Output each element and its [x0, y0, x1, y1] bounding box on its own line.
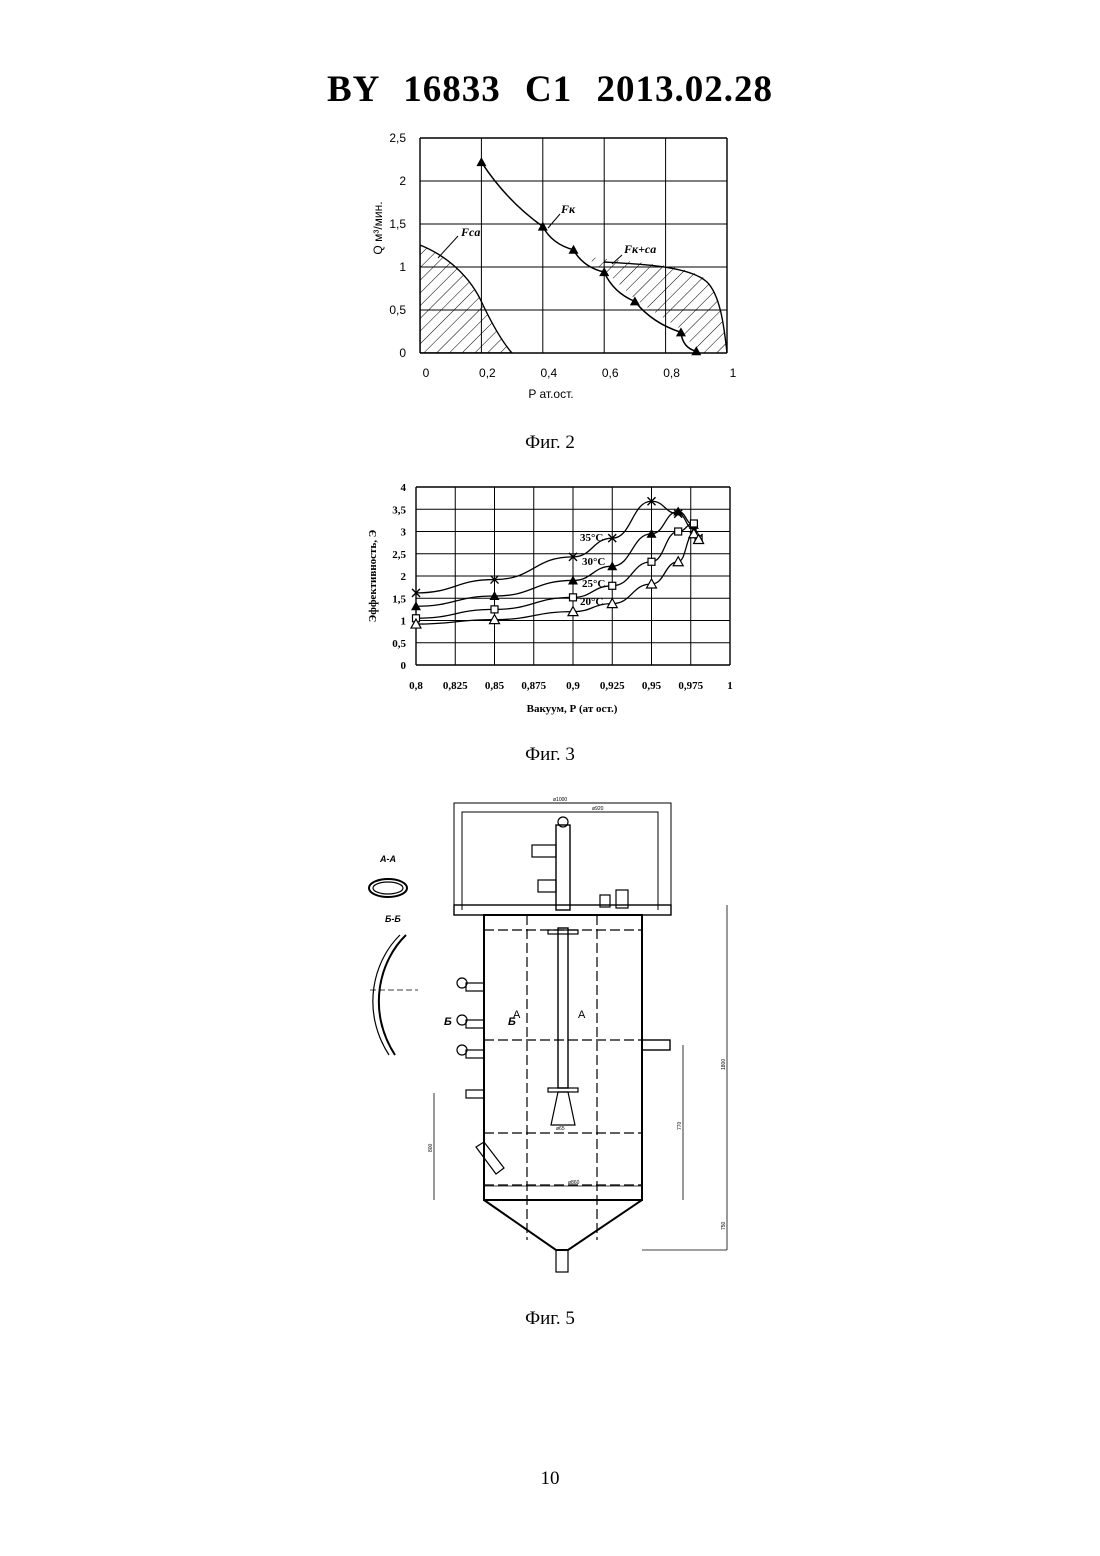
dim-nozzle: ø65 — [556, 1126, 565, 1132]
dim-top-outer: ø1000 — [553, 797, 567, 803]
top-column — [556, 825, 570, 910]
dim-mid: 770 — [677, 1121, 683, 1130]
left-nozzle-4 — [466, 1090, 484, 1098]
dim-left: 800 — [428, 1143, 434, 1152]
central-shaft — [558, 928, 568, 1088]
outer-dim-frame — [454, 803, 671, 910]
page-number: 10 — [0, 1468, 1100, 1490]
right-nozzle — [642, 1040, 670, 1050]
dim-height: 1800 — [721, 1059, 727, 1070]
top-pipe — [532, 845, 556, 857]
left-nozzle-3 — [466, 1050, 484, 1058]
inclined-nozzle — [476, 1142, 504, 1174]
section-bb-label: Б-Б — [385, 914, 401, 924]
marker-b-left: Б — [444, 1016, 452, 1028]
figure-5-caption: Фиг. 5 — [0, 1308, 1100, 1330]
dim-cone: 750 — [721, 1221, 727, 1230]
left-nozzle-2 — [466, 1020, 484, 1028]
section-bb-curve — [379, 935, 406, 1055]
left-nozzle-1 — [466, 983, 484, 991]
marker-a-right: А — [578, 1009, 586, 1021]
figure-5-drawing: А-А Б-Б ø1000 ø920 1800 770 750 800 ø860… — [0, 0, 1100, 1300]
vessel-cone — [484, 1200, 642, 1250]
marker-b-right: Б — [508, 1016, 516, 1028]
dim-top-inner: ø920 — [592, 806, 604, 812]
vessel-body — [484, 915, 642, 1200]
nozzle-flange-top — [548, 930, 578, 934]
nozzle-cone — [551, 1092, 575, 1125]
side-pipe — [538, 880, 556, 892]
drain-pipe — [556, 1250, 568, 1272]
section-aa-label: А-А — [379, 854, 396, 864]
dim-body: ø860 — [568, 1180, 580, 1186]
section-aa-inner — [373, 882, 403, 894]
